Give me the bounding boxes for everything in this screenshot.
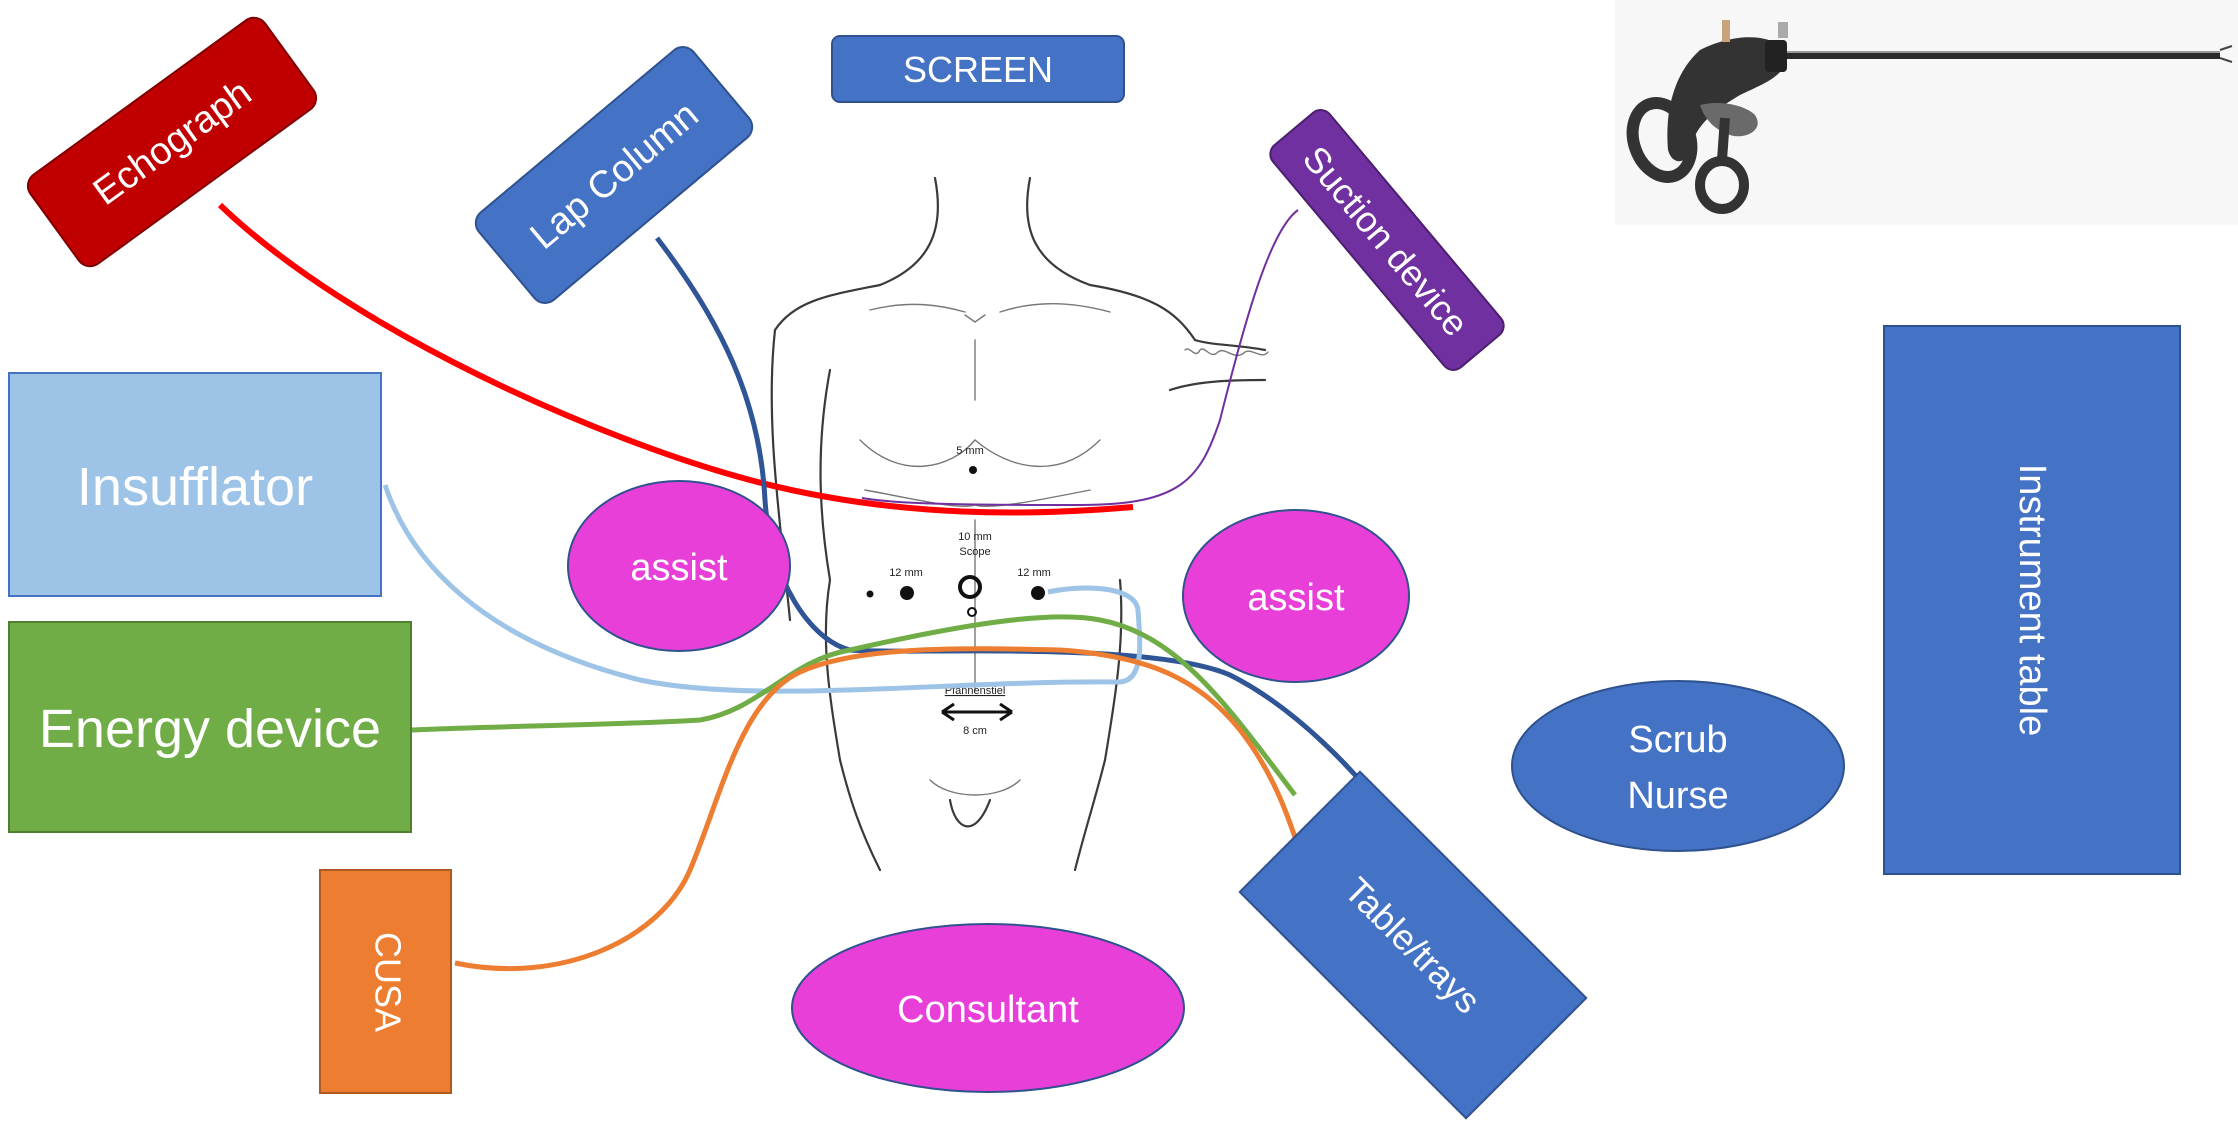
assist-left-ellipse[interactable]: assist [567, 480, 791, 652]
port-left-lateral-marker [866, 590, 874, 598]
screen-box[interactable]: SCREEN [831, 35, 1125, 103]
energy-device-label: Energy device [39, 699, 381, 759]
energy-device-box[interactable]: Energy device [8, 621, 412, 833]
port-12mm-left-marker [900, 586, 914, 600]
cusa-box[interactable]: CUSA [319, 869, 452, 1094]
instrument-table-box[interactable]: Instrument table [1883, 325, 2181, 875]
port-12mm-left-label: 12 mm [889, 567, 923, 579]
suction-device-box[interactable]: Suction device [1265, 105, 1508, 375]
suction-device-label: Suction device [1295, 138, 1477, 344]
insufflator-box[interactable]: Insufflator [8, 372, 382, 597]
scrub-nurse-ellipse[interactable]: Scrub Nurse [1511, 680, 1845, 852]
port-markers [866, 466, 1045, 617]
port-5mm-marker [969, 466, 977, 474]
consultant-label: Consultant [897, 989, 1079, 1031]
cusa-label: CUSA [367, 932, 408, 1032]
lap-column-cable [655, 236, 1413, 847]
incision-length-label: 8 cm [963, 725, 987, 737]
laparoscopic-grasper-image [1615, 0, 2238, 225]
port-small-lower-marker [967, 607, 977, 617]
assist-right-label: assist [1247, 577, 1345, 619]
insufflator-label: Insufflator [77, 457, 313, 517]
port-12mm-right-label: 12 mm [1017, 567, 1051, 579]
lap-column-box[interactable]: Lap Column [470, 41, 758, 308]
suction-cable [861, 209, 1299, 507]
insufflator-cable [382, 484, 1143, 694]
instrument-table-label: Instrument table [2011, 464, 2053, 736]
screen-label: SCREEN [903, 49, 1053, 90]
energy-device-cable [411, 614, 1297, 797]
assist-left-label: assist [630, 547, 728, 589]
scope-label-line1: 10 mm [958, 531, 992, 543]
assist-right-ellipse[interactable]: assist [1182, 509, 1410, 683]
consultant-ellipse[interactable]: Consultant [791, 923, 1185, 1093]
scrub-nurse-label-line2: Nurse [1627, 775, 1728, 817]
patient-torso-illustration [770, 176, 1269, 872]
incision-arrow [941, 702, 1013, 722]
cusa-cable [454, 646, 1308, 972]
port-scope-marker [958, 575, 982, 599]
port-12mm-right-marker [1031, 586, 1045, 600]
table-trays-box[interactable]: Table/trays [1238, 770, 1588, 1120]
scope-label-line2: Scope [959, 546, 990, 558]
echograph-box[interactable]: Echograph [22, 12, 321, 271]
scrub-nurse-label-line1: Scrub [1628, 719, 1727, 761]
port-5mm-label: 5 mm [956, 445, 984, 457]
echograph-cable [217, 202, 1134, 516]
